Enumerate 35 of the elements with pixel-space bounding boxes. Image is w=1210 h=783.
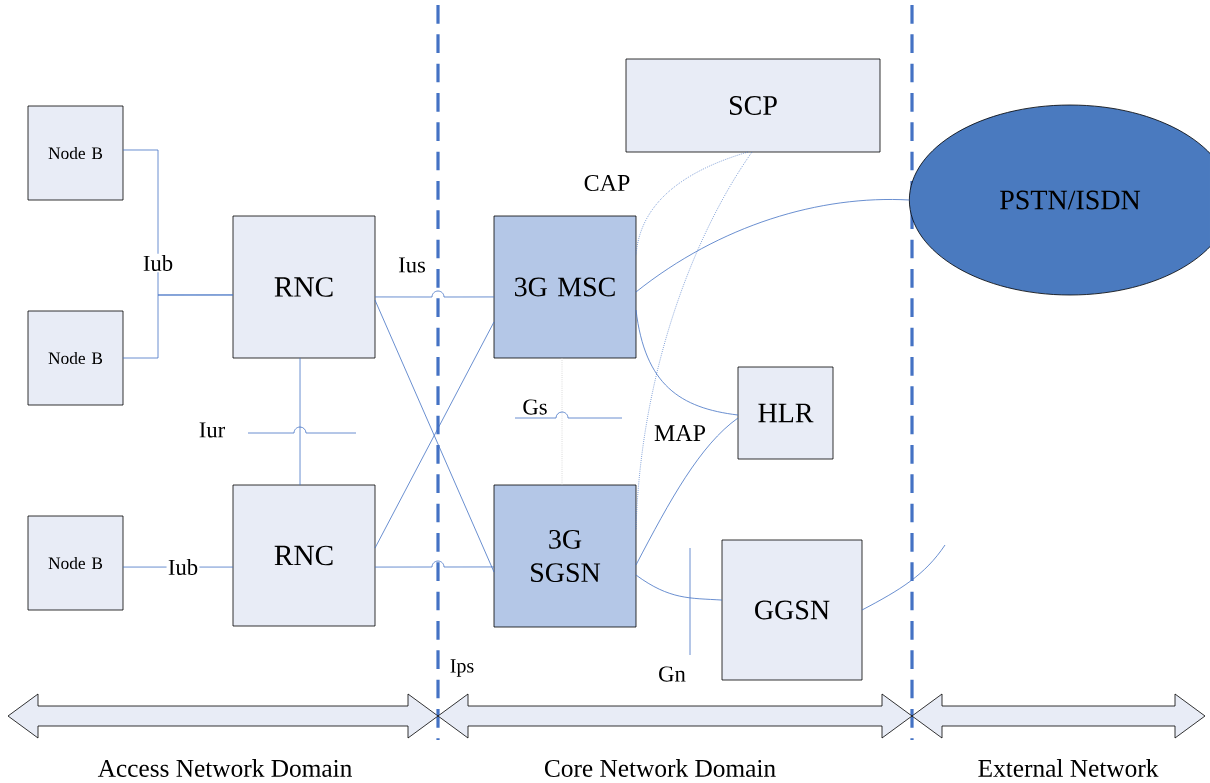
interface-label: Iur (199, 422, 225, 438)
connector-line (299, 357, 301, 486)
network-box: Node B (27, 515, 124, 611)
domain-label: External Network (978, 759, 1159, 777)
network-box: RNC (232, 215, 376, 359)
connector-line (374, 299, 495, 573)
connector-line (635, 417, 739, 566)
network-box: 3G SGSN (493, 484, 637, 628)
connector-line (122, 294, 234, 359)
network-box: RNC (232, 484, 376, 627)
interface-label: Ius (398, 257, 426, 273)
interface-label: CAP (584, 174, 630, 192)
connector-line (635, 199, 910, 293)
network-box: 3G MSC (493, 215, 637, 359)
connector-line (635, 309, 739, 416)
network-box: Node B (27, 105, 124, 201)
connector-line (861, 544, 946, 611)
domain-label: Core Network Domain (544, 759, 776, 777)
network-box: Node B (27, 310, 124, 406)
interface-label: Gs (523, 399, 547, 415)
dotted-connector (635, 151, 753, 531)
domain-label: Access Network Domain (97, 759, 352, 777)
dotted-connector (635, 151, 749, 256)
network-box: HLR (737, 366, 834, 460)
network-box: SCP (625, 58, 881, 153)
edge-label: Iub (166, 557, 200, 577)
interface-label: Gn (659, 666, 686, 682)
interface-label: MAP (654, 425, 706, 441)
interface-label: Ips (450, 659, 474, 677)
connector-line (635, 574, 723, 601)
edge-label: Iub (141, 253, 175, 273)
network-box: GGSN (721, 539, 863, 681)
connector-line (374, 560, 495, 568)
connector-line (374, 321, 495, 549)
connector-line (374, 290, 495, 298)
